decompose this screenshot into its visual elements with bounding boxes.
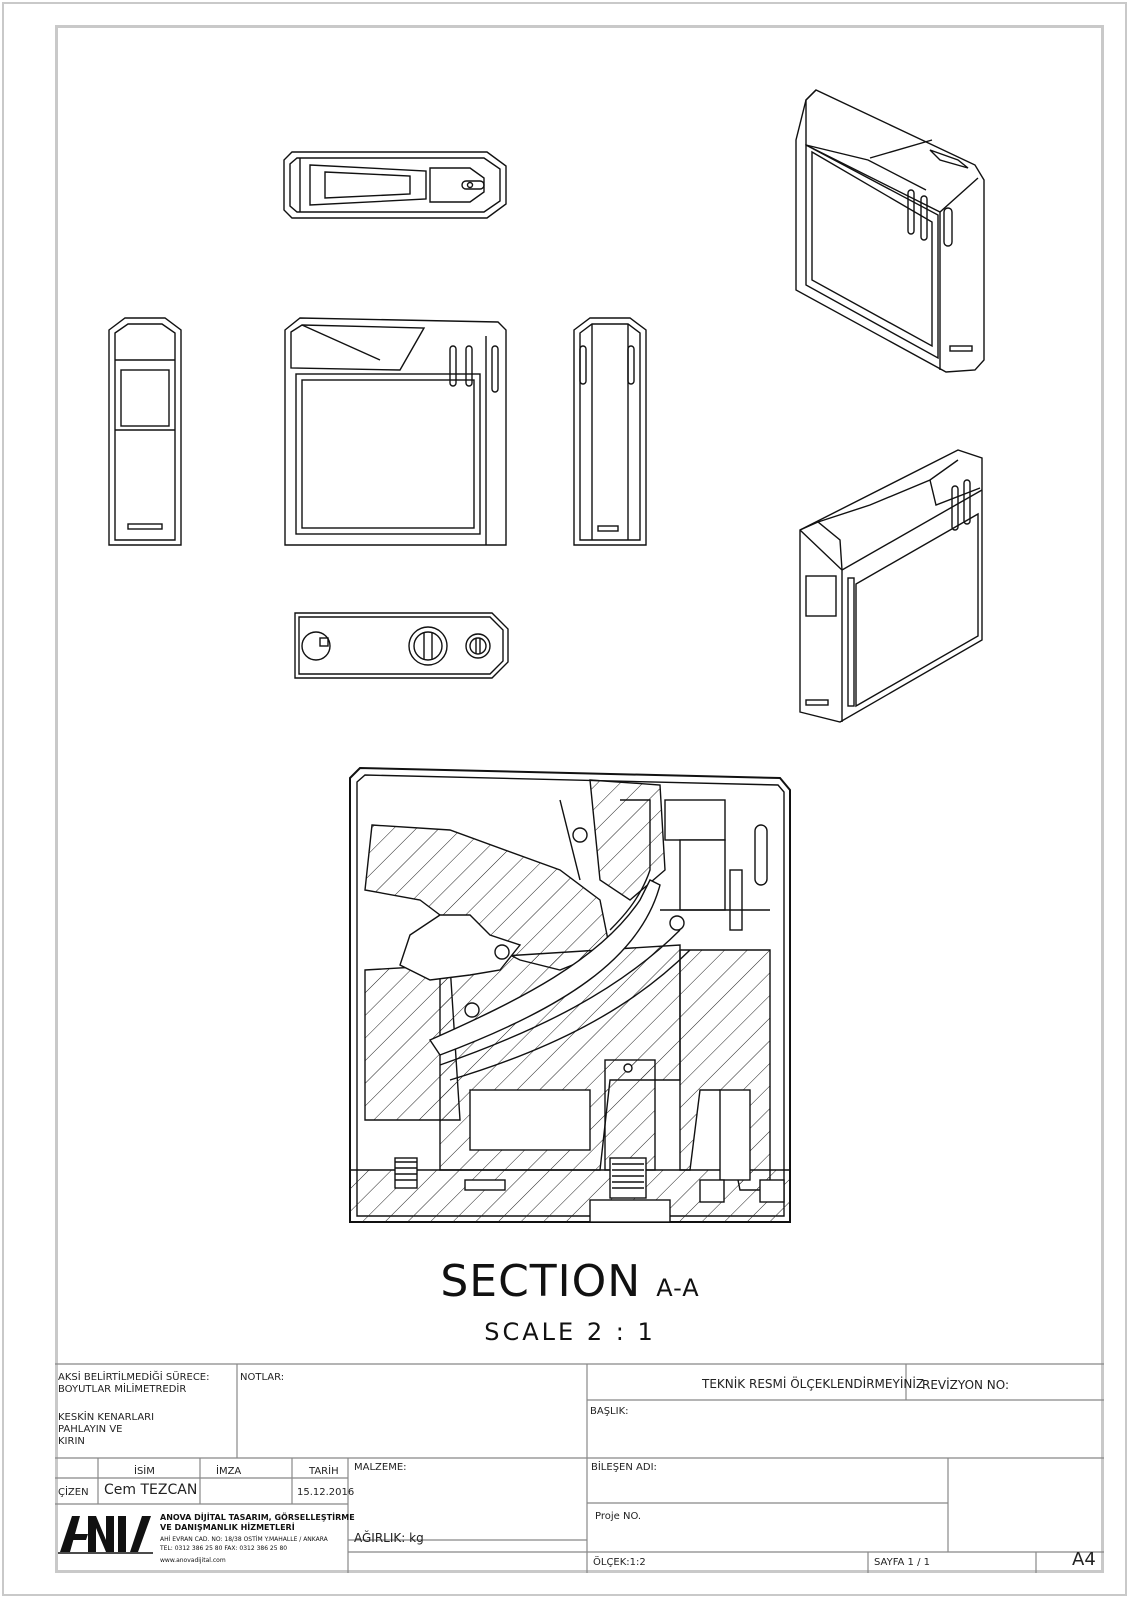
company-web: www.anovadijital.com xyxy=(160,1557,226,1564)
section-title: SECTION A-A xyxy=(400,1256,740,1307)
weight-label: AĞIRLIK: kg xyxy=(354,1531,424,1545)
section-view-a-a xyxy=(349,766,791,1223)
signature-header: İMZA xyxy=(216,1466,242,1477)
date-header: TARİH xyxy=(309,1466,339,1477)
company-phone: TEL: 0312 386 25 80 FAX: 0312 386 25 80 xyxy=(160,1545,288,1552)
section-scale: SCALE 2 : 1 xyxy=(484,1318,656,1346)
isometric-view-top-right xyxy=(795,89,985,373)
title-label: BAŞLIK: xyxy=(590,1406,629,1417)
company-name-2: VE DANIŞMANLIK HİZMETLERİ xyxy=(160,1523,295,1532)
notes-label: NOTLAR: xyxy=(240,1372,285,1383)
drawn-date: 15.12.2016 xyxy=(297,1487,355,1498)
section-label: A-A xyxy=(656,1274,700,1302)
drawn-by-label: ÇİZEN xyxy=(58,1487,89,1498)
material-label: MALZEME: xyxy=(354,1462,407,1473)
section-title-text: SECTION xyxy=(440,1256,642,1307)
edge-note-1: KESKİN KENARLARI xyxy=(58,1412,155,1423)
company-address: AHİ EVRAN CAD. NO: 18/38 OSTİM Y.MAHALLE… xyxy=(160,1536,328,1543)
top-view xyxy=(283,151,507,219)
bottom-view xyxy=(294,612,509,679)
edge-note-3: KIRIN xyxy=(58,1436,85,1447)
isometric-view-bottom-right xyxy=(799,449,983,723)
sheet-inner-border xyxy=(55,25,1104,1573)
company-name-1: ANOVA DİJİTAL TASARIM, GÖRSELLEŞTİRME xyxy=(160,1513,355,1522)
component-label: BİLEŞEN ADI: xyxy=(591,1462,657,1473)
paper-size: A4 xyxy=(1072,1549,1096,1570)
drawn-by-name: Cem TEZCAN xyxy=(104,1482,198,1498)
front-view xyxy=(284,317,507,546)
title-block-grid xyxy=(55,1363,1104,1573)
project-label: Proje NO. xyxy=(595,1511,642,1522)
right-side-view xyxy=(573,317,647,546)
sheet-label: SAYFA 1 / 1 xyxy=(874,1557,931,1568)
revision-label: REVİZYON NO: xyxy=(922,1378,1010,1392)
tolerance-note-2: BOYUTLAR MİLİMETREDİR xyxy=(58,1384,187,1395)
anova-logo xyxy=(58,1516,153,1554)
edge-note-2: PAHLAYIN VE xyxy=(58,1424,123,1435)
tolerance-note-1: AKSİ BELİRTİLMEDİĞİ SÜRECE: xyxy=(58,1372,210,1383)
scale-label: ÖLÇEK:1:2 xyxy=(593,1557,646,1568)
name-header: İSİM xyxy=(134,1466,155,1477)
no-scale-note: TEKNİK RESMİ ÖLÇEKLENDİRMEYİNİZ xyxy=(702,1377,925,1391)
left-side-view xyxy=(108,317,182,546)
